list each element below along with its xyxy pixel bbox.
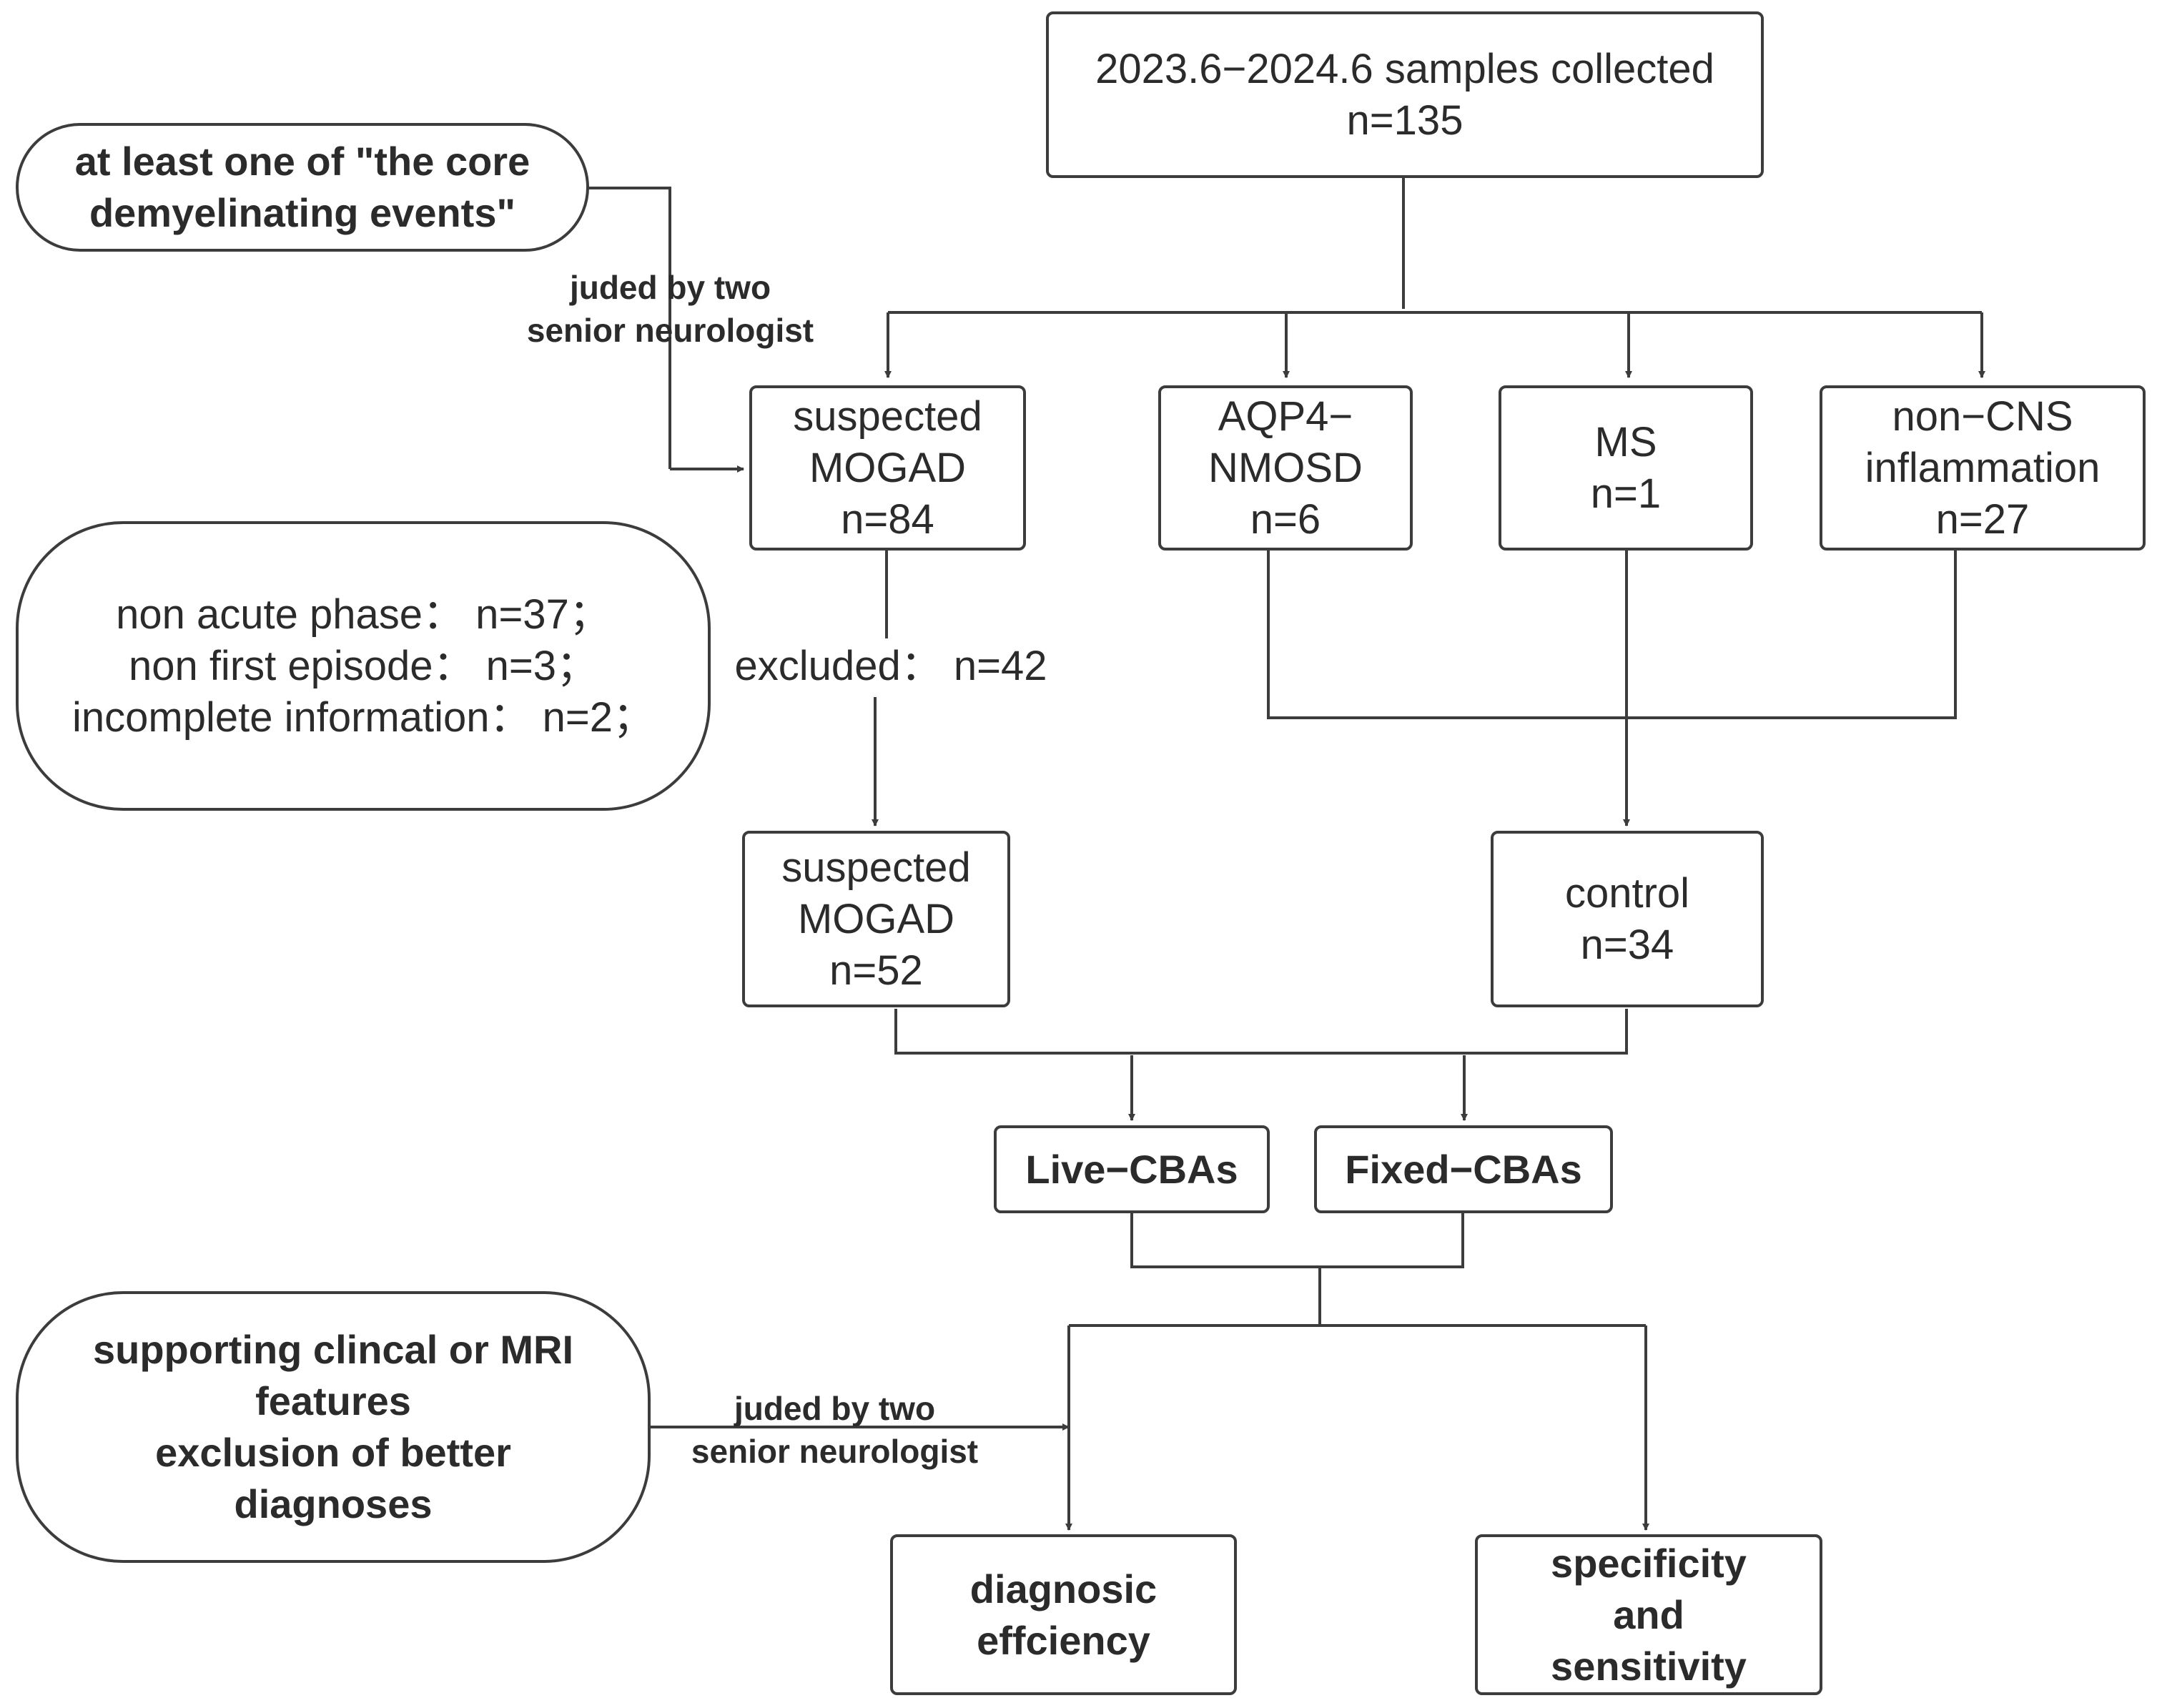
- box-line: suspected: [781, 844, 971, 891]
- box-line: NMOSD: [1208, 444, 1363, 491]
- note-line: exclusion of better: [155, 1430, 511, 1475]
- box-line: control: [1564, 869, 1690, 917]
- supporting-features-note: supporting clincal or MRI features exclu…: [16, 1291, 651, 1563]
- box-line: n=135: [1346, 97, 1463, 144]
- specificity-sensitivity-box: specificity and sensitivity: [1475, 1534, 1822, 1695]
- box-line: suspected: [793, 393, 982, 440]
- note-line: diagnoses: [234, 1481, 433, 1526]
- box-line: and: [1613, 1591, 1684, 1637]
- connector-controls-merge: [1267, 551, 1957, 719]
- box-line: specificity: [1551, 1540, 1747, 1586]
- diagnostic-efficiency-box: diagnosic effciency: [890, 1534, 1237, 1695]
- connector-cba-merge: [1130, 1213, 1464, 1268]
- box-line: AQP4−: [1218, 393, 1353, 440]
- fixed-cbas-box: Fixed−CBAs: [1314, 1125, 1613, 1213]
- box-line: Fixed−CBAs: [1345, 1146, 1582, 1192]
- box-line: n=34: [1580, 921, 1674, 968]
- note-line: demyelinating events": [89, 190, 516, 235]
- box-line: diagnosic: [969, 1566, 1158, 1611]
- box-line: inflammation: [1865, 444, 2101, 491]
- live-cbas-box: Live−CBAs: [994, 1125, 1270, 1213]
- note-line: supporting clincal or MRI: [92, 1327, 574, 1372]
- box-line: Live−CBAs: [1025, 1146, 1238, 1192]
- note-line: non acute phase： n=37；: [116, 591, 611, 638]
- box-line: n=6: [1250, 495, 1321, 543]
- box-line: n=27: [1935, 495, 2030, 543]
- suspected-mogad-52-box: suspected MOGAD n=52: [742, 831, 1010, 1007]
- note-line: at least one of "the core: [74, 139, 530, 184]
- excluded-count-label: excluded： n=42: [719, 641, 1062, 692]
- box-line: non−CNS: [1892, 393, 2073, 440]
- box-line: sensitivity: [1551, 1643, 1747, 1689]
- exclusion-reasons-note: non acute phase： n=37； non first episode…: [16, 521, 711, 811]
- box-line: MOGAD: [809, 444, 967, 491]
- note-line: incomplete information： n=2；: [71, 693, 654, 741]
- box-line: 2023.6−2024.6 samples collected: [1095, 45, 1714, 92]
- note-line: features: [255, 1378, 411, 1423]
- connector-groups-merge: [894, 1009, 1628, 1055]
- box-line: n=52: [829, 947, 923, 994]
- label-line: juded by two: [734, 1390, 936, 1427]
- label-line: excluded： n=42: [734, 643, 1047, 689]
- samples-collected-box: 2023.6−2024.6 samples collected n=135: [1046, 11, 1764, 178]
- box-line: effciency: [977, 1617, 1150, 1663]
- label-line: juded by two: [569, 269, 771, 306]
- judged-label-bottom: juded by two senior neurologist: [658, 1387, 1012, 1473]
- box-line: MS: [1594, 418, 1657, 465]
- core-events-note: at least one of "the core demyelinating …: [16, 123, 589, 252]
- control-box: control n=34: [1491, 831, 1764, 1007]
- box-line: n=84: [841, 495, 934, 543]
- box-line: MOGAD: [797, 895, 955, 942]
- judged-label-top: juded by two senior neurologist: [493, 266, 847, 352]
- connector-core-events: [588, 187, 671, 469]
- label-line: senior neurologist: [691, 1433, 979, 1470]
- box-line: n=1: [1590, 470, 1662, 517]
- aqp4-nmosd-box: AQP4− NMOSD n=6: [1158, 385, 1413, 551]
- non-cns-inflammation-box: non−CNS inflammation n=27: [1820, 385, 2146, 551]
- label-line: senior neurologist: [526, 312, 814, 349]
- note-line: non first episode： n=3；: [128, 642, 598, 689]
- ms-box: MS n=1: [1499, 385, 1753, 551]
- suspected-mogad-84-box: suspected MOGAD n=84: [749, 385, 1026, 551]
